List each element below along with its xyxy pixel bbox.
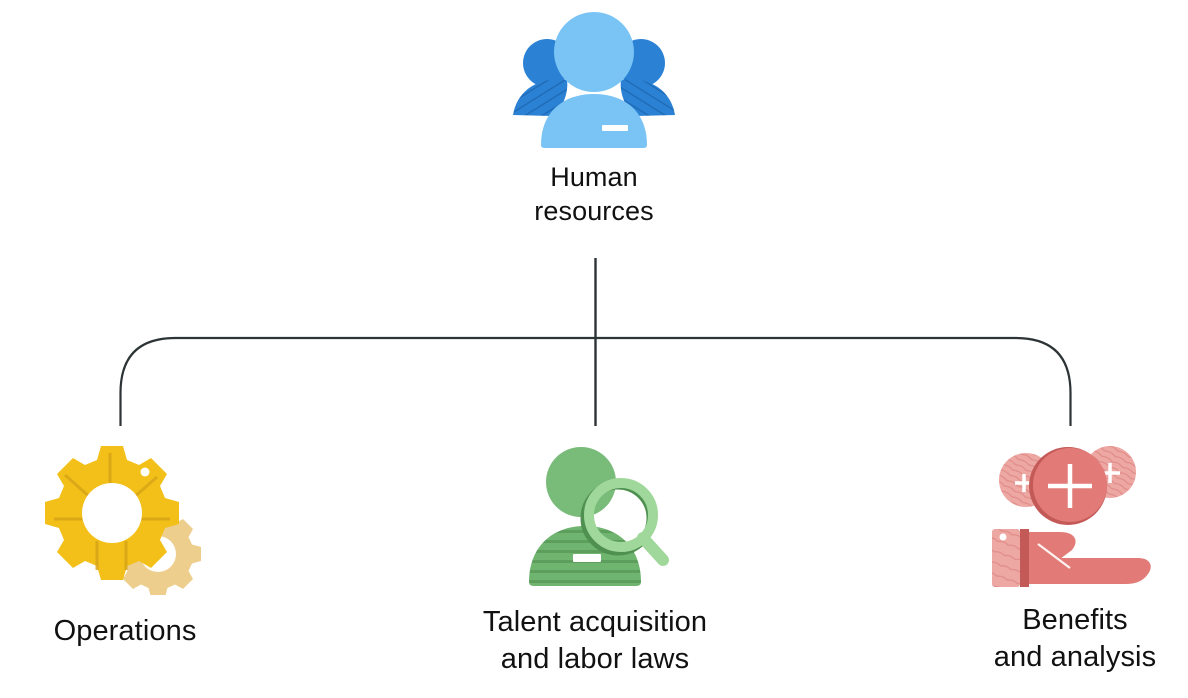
gears-icon [40,440,210,597]
node-label-human-resources: Human resources [534,162,654,226]
connector-bus-right [595,336,1072,426]
node-operations[interactable]: Operations [0,440,260,649]
hand-benefits-icon [988,440,1163,590]
node-label-talent-acquisition: Talent acquisition and labor laws [482,606,708,675]
node-talent-acquisition[interactable]: Talent acquisition and labor laws [455,440,735,678]
person-search-icon [515,440,675,590]
connector-bus-left [119,336,596,426]
node-label-benefits-analysis: Benefits and analysis [993,604,1157,673]
people-group-icon [509,8,679,148]
node-benefits-analysis[interactable]: Benefits and analysis [940,440,1188,676]
node-label-operations: Operations [53,615,197,647]
node-human-resources[interactable]: Human resources [434,8,754,228]
